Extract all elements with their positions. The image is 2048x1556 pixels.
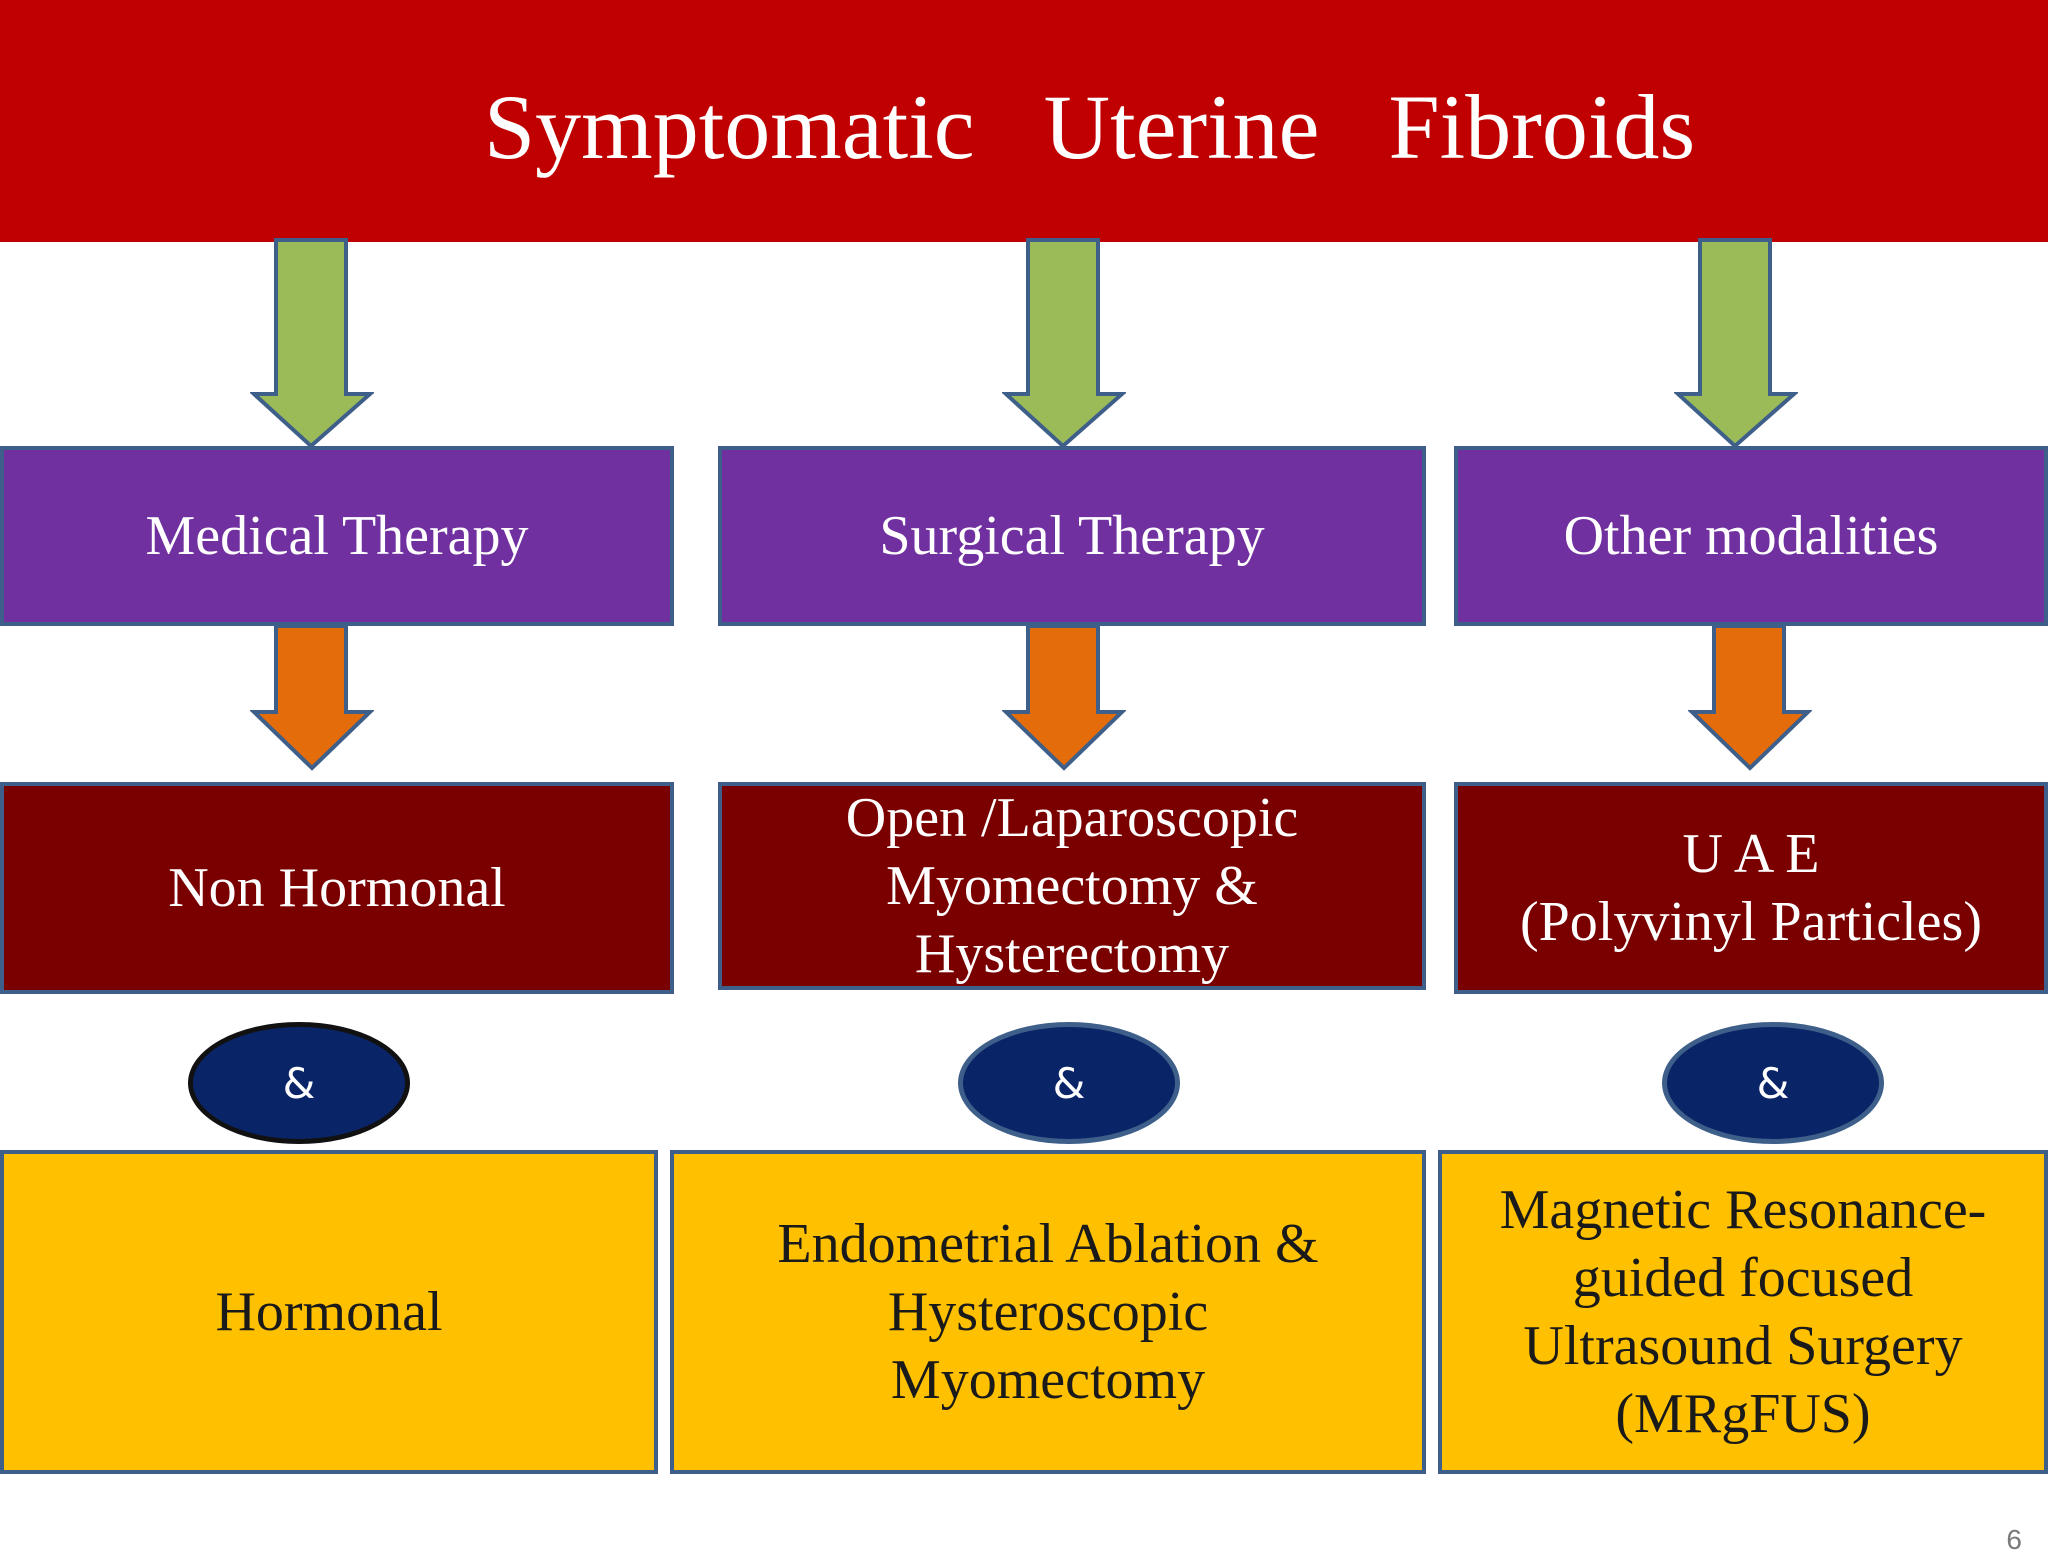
ampersand-connector-surgical: &	[958, 1022, 1180, 1144]
surgical-therapy-box: Surgical Therapy	[718, 446, 1426, 626]
non-hormonal-box: Non Hormonal	[0, 782, 674, 994]
orange-arrow-surgical	[1002, 624, 1126, 771]
ampersand-connector-other: &	[1662, 1022, 1884, 1144]
other-modalities-box: Other modalities	[1454, 446, 2048, 626]
hormonal-box: Hormonal	[0, 1150, 658, 1474]
ampersand-connector-medical: &	[188, 1022, 410, 1144]
green-arrow-surgical	[1002, 238, 1126, 449]
mrgfus-box: Magnetic Resonance- guided focused Ultra…	[1438, 1150, 2048, 1474]
orange-arrow-other	[1688, 624, 1812, 771]
diagram-title: Symptomatic Uterine Fibroids	[484, 76, 1696, 178]
page-number: 6	[2006, 1524, 2022, 1555]
orange-arrow-medical	[250, 624, 374, 771]
green-arrow-medical	[250, 238, 374, 449]
myomectomy-hysterectomy-box: Open /Laparoscopic Myomectomy & Hysterec…	[718, 782, 1426, 990]
ablation-hysteroscopic-box: Endometrial Ablation & Hysteroscopic Myo…	[670, 1150, 1426, 1474]
green-arrow-other	[1674, 238, 1798, 449]
medical-therapy-box: Medical Therapy	[0, 446, 674, 626]
title-banner	[0, 0, 2048, 242]
uae-box: U A E (Polyvinyl Particles)	[1454, 782, 2048, 994]
